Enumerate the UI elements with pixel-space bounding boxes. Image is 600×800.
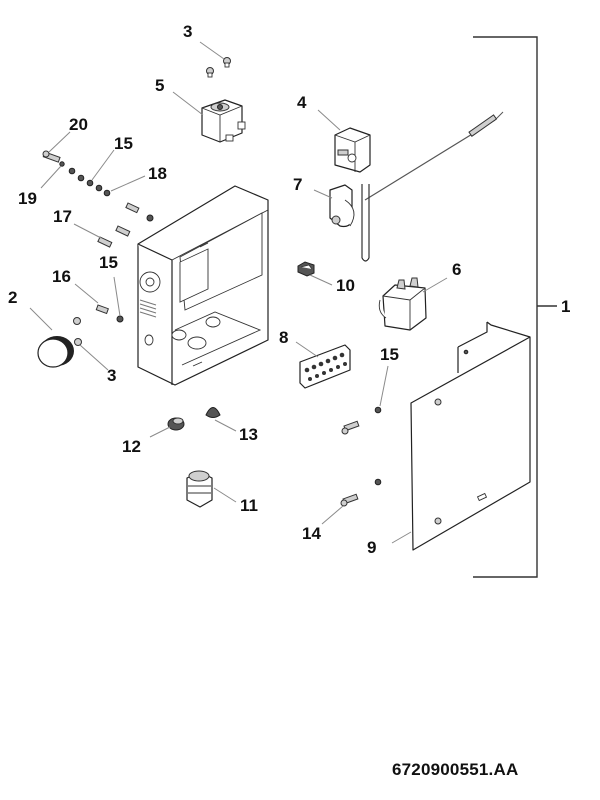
relay-part (201, 99, 246, 143)
callout-5: 5 (155, 76, 164, 95)
cone-grommet-part (205, 407, 221, 418)
callout-18: 18 (148, 164, 167, 183)
callout-14: 14 (302, 524, 321, 543)
callout-17: 17 (53, 207, 72, 226)
grommet-part (167, 417, 185, 431)
callout-12: 12 (122, 437, 141, 456)
callout-4: 4 (297, 93, 307, 112)
callout-9: 10 (336, 276, 355, 295)
screw-17-pair (97, 202, 154, 248)
small-clip-part (297, 261, 315, 277)
washer-row (59, 161, 111, 197)
control-knob-part (37, 336, 74, 368)
enclosure-box (137, 185, 269, 386)
callout-1: 1 (561, 297, 570, 316)
screw-3-front (73, 317, 82, 346)
drawing-code: 6720900551.AA (392, 760, 519, 779)
cover-plate-part (410, 321, 531, 551)
washer-15-box (116, 315, 124, 323)
clip-part (329, 184, 355, 228)
callout-3-front: 3 (107, 366, 116, 385)
callout-2: 2 (8, 288, 17, 307)
screw-16 (95, 304, 109, 315)
callout-15-box: 15 (99, 253, 118, 272)
callout-6: 6 (452, 260, 461, 279)
terminal-block-part (299, 344, 351, 389)
cover-fasteners (340, 406, 382, 507)
callout-7: 7 (293, 175, 302, 194)
callout-15-top: 15 (114, 134, 133, 153)
callout-16: 16 (52, 267, 71, 286)
callout-10: 9 (367, 538, 376, 557)
callout-20: 20 (69, 115, 88, 134)
bolt-20 (42, 150, 61, 163)
cable-gland-part (186, 470, 213, 508)
leader-lines (29, 41, 448, 544)
callout-8: 8 (279, 328, 288, 347)
assembly-bracket (473, 36, 557, 578)
callout-19: 19 (18, 189, 37, 208)
callout-15-cover: 15 (380, 345, 399, 364)
switch-block-part (378, 277, 427, 331)
callout-3-top: 3 (183, 22, 192, 41)
thermostat-part (334, 111, 504, 262)
callout-11: 11 (240, 496, 258, 515)
callout-labels: 3 5 4 7 20 15 18 19 17 16 15 2 3 10 6 8 … (8, 22, 570, 557)
screw-pair-top (206, 57, 231, 78)
callout-13: 13 (239, 425, 258, 444)
